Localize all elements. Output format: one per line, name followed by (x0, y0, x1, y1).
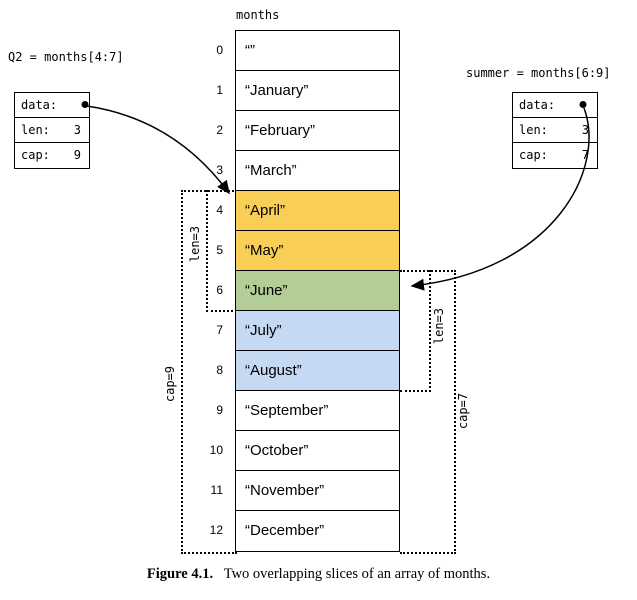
figure-caption: Figure 4.1. Two overlapping slices of an… (0, 566, 637, 583)
cell-value: “October” (245, 442, 309, 460)
array-cells: “” “January” “February” “March” “April” “May”… (235, 30, 400, 552)
array-cell: “March” (235, 150, 400, 192)
q2-len-bracket-label: len=3 (188, 226, 202, 263)
array-index: 12 (209, 523, 223, 537)
summer-len-bracket (400, 270, 431, 392)
cell-value: “July” (245, 322, 282, 340)
array-index: 10 (209, 443, 223, 457)
array-index: 8 (216, 363, 223, 377)
array-index: 5 (216, 243, 223, 257)
summer-cap-label: cap: (519, 148, 548, 163)
cell-value: “May” (245, 242, 284, 260)
array-index: 3 (216, 163, 223, 177)
array-cell: “June” (235, 270, 400, 312)
summer-len-row: len: 3 (512, 117, 598, 144)
cell-value: “January” (245, 82, 309, 100)
array-cell: “April” (235, 190, 400, 232)
summer-cap-value: 7 (581, 148, 589, 163)
q2-cap-value: 9 (73, 148, 81, 163)
q2-data-label: data: (21, 98, 58, 113)
caption-text: Two overlapping slices of an array of mo… (223, 566, 491, 582)
summer-slice-box: data: len: 3 cap: 7 (512, 92, 598, 169)
cell-value: “April” (245, 202, 285, 220)
q2-cap-row: cap: 9 (14, 142, 90, 169)
q2-len-bracket (206, 190, 237, 312)
cell-value: “December” (245, 522, 325, 540)
summer-len-label: len: (519, 123, 548, 138)
cell-value: “November” (245, 482, 325, 500)
array-index: 0 (216, 43, 223, 57)
cell-value: “February” (245, 122, 316, 140)
array-index: 4 (216, 203, 223, 217)
array-label: months (236, 8, 280, 22)
array-cell: “October” (235, 430, 400, 472)
array-index: 6 (216, 283, 223, 297)
array-cell: “May” (235, 230, 400, 272)
q2-len-label: len: (21, 123, 50, 138)
array-cell: “January” (235, 70, 400, 112)
summer-len-bracket-label: len=3 (432, 308, 446, 345)
array-index: 7 (216, 323, 223, 337)
array-index: 1 (216, 83, 223, 97)
summer-cap-bracket-label: cap=7 (456, 393, 470, 430)
summer-slice-title: summer = months[6:9] (466, 66, 611, 80)
q2-data-row: data: (14, 92, 90, 119)
q2-len-value: 3 (73, 123, 81, 138)
cell-value: “March” (245, 162, 297, 180)
summer-len-value: 3 (581, 123, 589, 138)
array-cell: “November” (235, 470, 400, 512)
array-cell: “July” (235, 310, 400, 352)
array-cell: “February” (235, 110, 400, 152)
q2-slice-box: data: len: 3 cap: 9 (14, 92, 90, 169)
array-index: 11 (210, 483, 223, 497)
summer-data-label: data: (519, 98, 556, 113)
q2-cap-bracket-label: cap=9 (163, 366, 177, 403)
array-cell: “December” (235, 510, 400, 552)
array-index: 9 (216, 403, 223, 417)
summer-cap-row: cap: 7 (512, 142, 598, 169)
q2-cap-label: cap: (21, 148, 50, 163)
cell-value: “September” (245, 402, 329, 420)
q2-slice-title: Q2 = months[4:7] (8, 50, 124, 64)
cell-value: “” (245, 42, 255, 60)
array-cell: “August” (235, 350, 400, 392)
array-cell: “” (235, 30, 400, 72)
cell-value: “August” (245, 362, 302, 380)
array-index: 2 (216, 123, 223, 137)
q2-len-row: len: 3 (14, 117, 90, 144)
array-cell: “September” (235, 390, 400, 432)
cell-value: “June” (245, 282, 288, 300)
caption-label: Figure 4.1. (146, 566, 214, 582)
summer-data-row: data: (512, 92, 598, 119)
